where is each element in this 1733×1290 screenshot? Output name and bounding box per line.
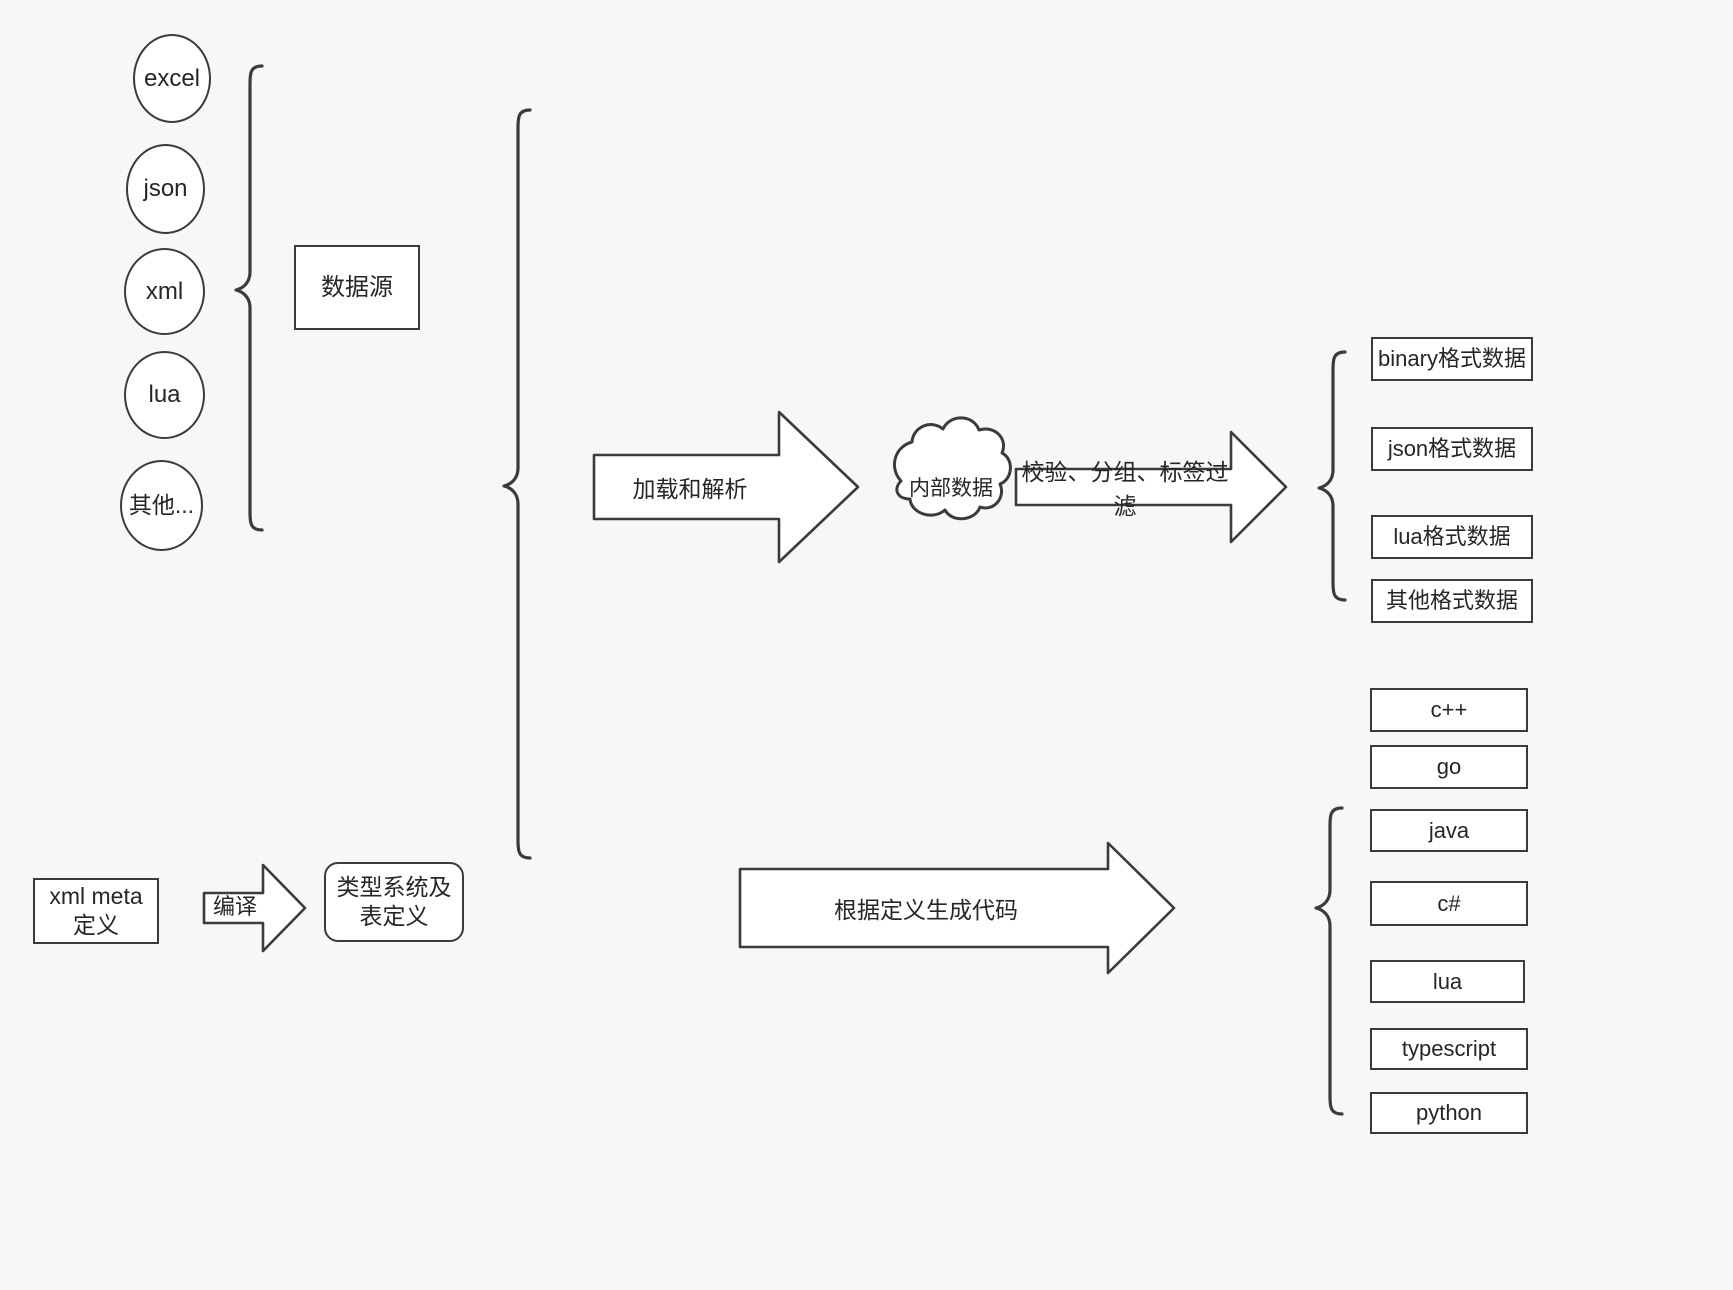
data-source-label: 数据源: [321, 273, 393, 301]
internal-data-cloud-label: 内部数据: [909, 477, 993, 500]
output-format-label: lua格式数据: [1393, 524, 1511, 550]
output-language-label: c#: [1437, 890, 1461, 916]
source-label: 其他...: [128, 492, 195, 519]
output-language-csharp[interactable]: c#: [1370, 881, 1528, 926]
data-source-box[interactable]: 数据源: [294, 245, 420, 330]
output-language-label: typescript: [1401, 1036, 1497, 1062]
pipeline-brace: [502, 108, 532, 860]
compile-arrow-label: 编译: [212, 894, 257, 919]
output-language-java[interactable]: java: [1370, 809, 1528, 852]
output-language-label: go: [1436, 754, 1462, 780]
xml-meta-label: xml meta定义: [49, 883, 143, 938]
output-language-label: java: [1428, 817, 1470, 843]
source-label: json: [143, 175, 188, 202]
output-language-cpp[interactable]: c++: [1370, 688, 1528, 732]
source-node-json[interactable]: json: [126, 144, 205, 234]
source-node-other[interactable]: 其他...: [120, 460, 203, 551]
output-format-binary[interactable]: binary格式数据: [1371, 337, 1533, 381]
source-node-excel[interactable]: excel: [133, 34, 211, 123]
output-language-label: c++: [1430, 697, 1468, 723]
data-format-brace: [1317, 350, 1347, 602]
output-format-other[interactable]: 其他格式数据: [1371, 579, 1533, 623]
sources-brace: [234, 64, 264, 532]
output-format-label: json格式数据: [1387, 436, 1517, 462]
codegen-arrow-label: 根据定义生成代码: [834, 897, 1018, 923]
type-system-label: 类型系统及表定义: [336, 874, 452, 929]
xml-meta-definition-box[interactable]: xml meta定义: [33, 878, 159, 944]
source-label: xml: [145, 277, 184, 305]
output-language-lua[interactable]: lua: [1370, 960, 1525, 1003]
output-format-label: binary格式数据: [1378, 346, 1526, 372]
source-node-xml[interactable]: xml: [124, 248, 205, 335]
output-format-lua[interactable]: lua格式数据: [1371, 515, 1533, 559]
source-label: lua: [148, 381, 181, 408]
output-language-label: python: [1415, 1100, 1483, 1126]
output-language-label: lua: [1432, 968, 1463, 994]
filter-arrow-label: 校验、分组、标签过滤: [1021, 459, 1229, 519]
source-label: excel: [143, 64, 201, 92]
output-language-python[interactable]: python: [1370, 1092, 1528, 1134]
language-brace: [1314, 806, 1344, 1116]
load-parse-arrow-label: 加载和解析: [632, 476, 748, 502]
output-format-label: 其他格式数据: [1385, 588, 1518, 614]
output-format-json[interactable]: json格式数据: [1371, 427, 1533, 471]
output-language-go[interactable]: go: [1370, 745, 1528, 789]
type-system-box[interactable]: 类型系统及表定义: [324, 862, 464, 942]
output-language-typescript[interactable]: typescript: [1370, 1028, 1528, 1070]
source-node-lua[interactable]: lua: [124, 351, 205, 439]
